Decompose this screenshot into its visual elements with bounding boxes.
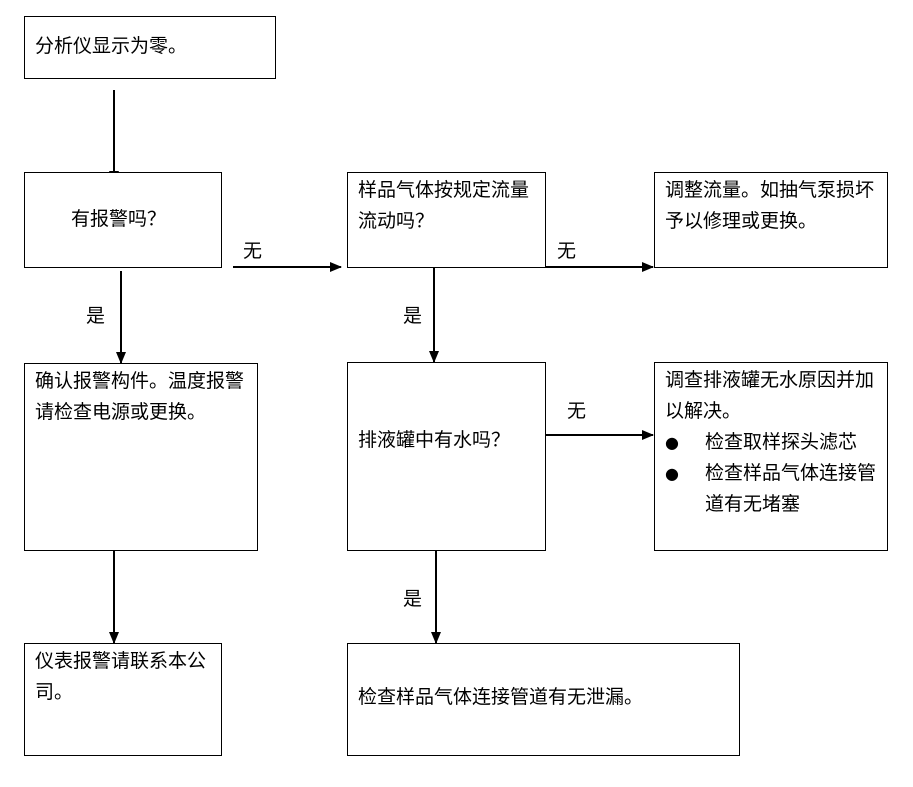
investigate-item-text: 检查样品气体连接管道有无堵塞 [705, 462, 877, 515]
check-leak-node: 检查样品气体连接管道有无泄漏。 [347, 643, 740, 756]
investigate-node: 调查排液罐无水原因并加以解决。 ● 检查取样探头滤芯 ● 检查样品气体连接管道有… [654, 362, 888, 551]
start-node: 分析仪显示为零。 [24, 16, 276, 79]
contact-node: 仪表报警请联系本公司。 [24, 643, 222, 756]
investigate-item: ● 检查取样探头滤芯 [665, 427, 877, 458]
edge-label-alarm-yes: 是 [86, 305, 106, 327]
investigate-title: 调查排液罐无水原因并加以解决。 [665, 369, 875, 422]
adjust-flow-node: 调整流量。如抽气泵损坏予以修理或更换。 [654, 172, 888, 268]
edge-label-flow-no: 无 [557, 240, 577, 262]
edge-label-water-no: 无 [567, 400, 587, 422]
alarm-question-text: 有报警吗？ [71, 208, 167, 230]
check-leak-text: 检查样品气体连接管道有无泄漏。 [358, 686, 644, 708]
adjust-flow-text: 调整流量。如抽气泵损坏予以修理或更换。 [665, 179, 875, 232]
flow-question-text: 样品气体按规定流量流动吗？ [358, 179, 530, 232]
contact-text: 仪表报警请联系本公司。 [35, 650, 207, 703]
water-question-node: 排液罐中有水吗？ [347, 362, 546, 551]
confirm-alarm-node: 确认报警构件。温度报警请检查电源或更换。 [24, 363, 258, 551]
bullet-icon: ● [665, 464, 679, 483]
confirm-alarm-text: 确认报警构件。温度报警请检查电源或更换。 [35, 370, 245, 423]
water-question-text: 排液罐中有水吗？ [358, 429, 511, 451]
flow-question-node: 样品气体按规定流量流动吗？ [347, 172, 546, 268]
edge-label-alarm-no: 无 [243, 240, 263, 262]
alarm-question-node: 有报警吗？ [24, 172, 222, 268]
investigate-item-text: 检查取样探头滤芯 [705, 431, 858, 453]
edge-label-flow-yes: 是 [403, 305, 423, 327]
investigate-item: ● 检查样品气体连接管道有无堵塞 [665, 458, 877, 520]
edge-label-water-yes: 是 [403, 588, 423, 610]
bullet-icon: ● [665, 433, 679, 452]
start-node-text: 分析仪显示为零。 [35, 35, 188, 57]
